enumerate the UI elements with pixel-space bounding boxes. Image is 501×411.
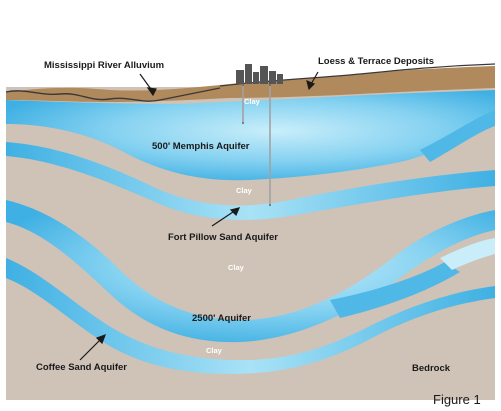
fort-pillow-aquifer-layer	[6, 142, 495, 220]
aquifer-2500-label: 2500' Aquifer	[192, 313, 251, 324]
alluvium-label: Mississippi River Alluvium	[44, 60, 165, 71]
bedrock-label: Bedrock	[412, 363, 451, 374]
clay-label: Clay	[206, 346, 222, 355]
aquifer-2500-layer	[6, 200, 495, 343]
fort-pillow-label: Fort Pillow Sand Aquifer	[168, 232, 278, 243]
clay-label: Clay	[228, 263, 244, 272]
leader-arrow-icon	[79, 71, 319, 361]
city-skyline-icon	[236, 64, 283, 84]
coffee-sand-aquifer-layer	[6, 258, 495, 374]
well-pipe-icon	[242, 86, 271, 204]
coffee-sand-label: Coffee Sand Aquifer	[36, 362, 127, 373]
clay-label: Clay	[236, 186, 252, 195]
memphis-aquifer-label: 500' Memphis Aquifer	[152, 141, 250, 152]
alluvium-wavy-outline	[5, 87, 221, 102]
memphis-aquifer-layer	[6, 90, 495, 181]
lens-light	[440, 238, 495, 270]
clay-label: Clay	[244, 97, 260, 106]
fort-pillow-right-branch	[420, 110, 495, 162]
figure-caption: Figure 1	[433, 392, 481, 407]
loess-label: Loess & Terrace Deposits	[318, 56, 434, 67]
lower-aquifer-right	[330, 262, 460, 318]
